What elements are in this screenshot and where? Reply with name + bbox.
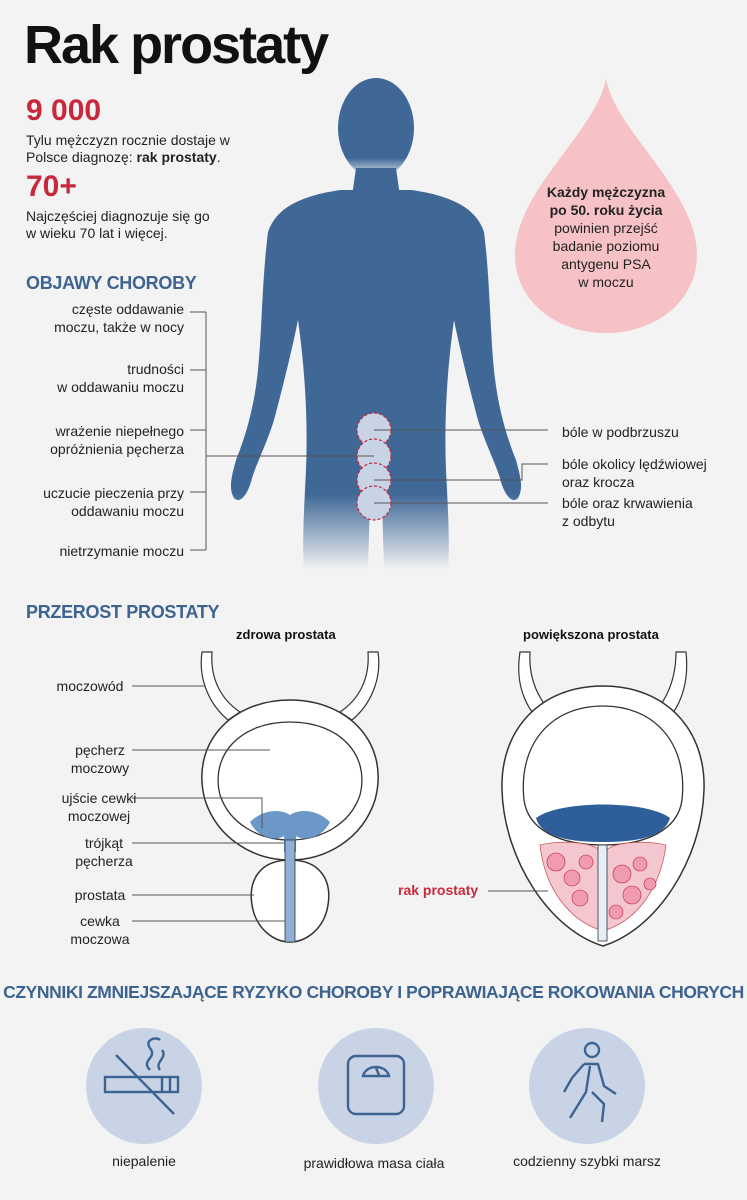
factor-circles [86,1028,645,1144]
label-bladder-line-2: moczowy [70,760,130,776]
factor-label-healthy-weight: prawidłowa masa ciała [303,1155,445,1171]
stat-text-age-plain: Najczęściej diagnozuje się go w wieku 70… [26,208,210,241]
drop-bold-line-2: po 50. roku życia [549,202,663,218]
label-prostate: prostata [50,886,150,904]
factor-label-no-smoking: niepalenie [112,1153,176,1169]
stat-number-diagnoses: 9 000 [26,94,102,127]
symptom-left-5: nietrzymanie moczu [60,542,185,560]
symptom-right-1: bóle w podbrzuszu [562,423,679,441]
symptom-left-3-line-2: opróżnienia pęcherza [50,441,184,457]
drop-line-3: antygenu PSA [561,256,651,272]
label-urethra-line-1: cewka [80,913,120,929]
symptom-left-4-line-2: oddawaniu moczu [71,503,184,519]
enlarged-prostate-diagram [501,651,705,947]
symptom-right-3-line-2: z odbytu [562,513,615,529]
drop-line-4: w moczu [578,274,634,290]
drop-bold-line-1: Każdy mężczyzna [546,184,666,200]
symptom-left-2: trudności w oddawaniu moczu [57,360,184,396]
symptom-right-1-line-1: bóle w podbrzuszu [562,424,679,440]
stat-text-diagnoses-end: . [216,149,221,165]
label-prostate-line-1: prostata [74,887,126,903]
label-trigone-line-2: pęcherza [75,853,133,869]
symptom-connector-lines [190,311,548,551]
label-bladder-line-1: pęcherz [75,742,125,758]
symptom-right-3-line-1: bóle oraz krwawienia [562,495,693,511]
male-body-silhouette [230,78,522,570]
label-ureter-line-1: moczowód [56,678,124,694]
label-urethra-line-2: moczowa [70,931,130,947]
symptom-left-4: uczucie pieczenia przy oddawaniu moczu [43,484,184,520]
symptom-left-1-line-2: moczu, także w nocy [54,319,184,335]
body-symptom-circles [356,412,392,521]
label-urethral-orifice: ujście cewki moczowej [44,789,154,825]
symptom-left-3-line-1: wrażenie niepełnego [55,423,184,439]
label-urethra: cewka moczowa [50,912,150,948]
symptom-right-2-line-1: bóle okolicy lędźwiowej [562,456,707,472]
label-ureter: moczowód [40,677,140,695]
label-urethral-orifice-line-2: moczowej [67,808,131,824]
no-smoking-icon [103,1037,180,1115]
drop-line-1: powinien przejść [554,220,658,236]
hyperplasia-connector-lines [132,685,548,922]
symptom-left-1-line-1: częste oddawanie [71,301,184,317]
symptom-right-2: bóle okolicy lędźwiowej oraz krocza [562,455,707,491]
symptoms-section-title: OBJAWY CHOROBY [26,273,197,293]
label-trigone: trójkąt pęcherza [54,834,154,870]
stat-text-diagnoses-bold: rak prostaty [136,149,217,165]
walking-icon [562,1041,617,1123]
hyperplasia-section-title: PRZEROST PROSTATY [26,602,220,622]
label-bladder: pęcherz moczowy [50,741,150,777]
enlarged-prostate-title: powiększona prostata [523,627,659,642]
healthy-prostate-title: zdrowa prostata [236,627,336,642]
drop-line-2: badanie poziomu [552,238,660,254]
symptom-left-2-line-1: trudności [127,361,184,377]
symptom-left-2-line-2: w oddawaniu moczu [57,379,184,395]
symptom-left-4-line-1: uczucie pieczenia przy [43,485,184,501]
label-urethral-orifice-line-1: ujście cewki [61,790,137,806]
stat-text-age: Najczęściej diagnozuje się go w wieku 70… [26,208,211,242]
symptom-right-3: bóle oraz krwawienia z odbytu [562,494,693,530]
label-trigone-line-1: trójkąt [84,835,124,851]
page-title: Rak prostaty [24,15,329,75]
healthy-prostate-diagram [200,651,380,943]
stat-number-age: 70+ [26,170,77,203]
stat-text-diagnoses: Tylu mężczyzn rocznie dostaje w Polsce d… [26,132,256,166]
symptom-left-3: wrażenie niepełnego opróżnienia pęcherza [50,422,184,458]
symptom-left-5-line-1: nietrzymanie moczu [59,543,185,559]
psa-drop-text: Każdy mężczyzna po 50. roku życia powini… [528,183,684,291]
stat-text-diagnoses-plain: Tylu mężczyzn rocznie dostaje w Polsce d… [26,132,230,165]
psa-drop-shape [515,78,697,333]
symptom-right-2-line-2: oraz krocza [562,474,635,490]
scale-icon [346,1054,406,1116]
factor-label-daily-walk: codzienny szybki marsz [513,1153,661,1169]
label-prostate-cancer: rak prostaty [398,882,479,898]
factors-section-title: CZYNNIKI ZMNIEJSZAJĄCE RYZYKO CHOROBY I … [3,982,744,1002]
symptom-left-1: częste oddawanie moczu, także w nocy [54,300,184,336]
